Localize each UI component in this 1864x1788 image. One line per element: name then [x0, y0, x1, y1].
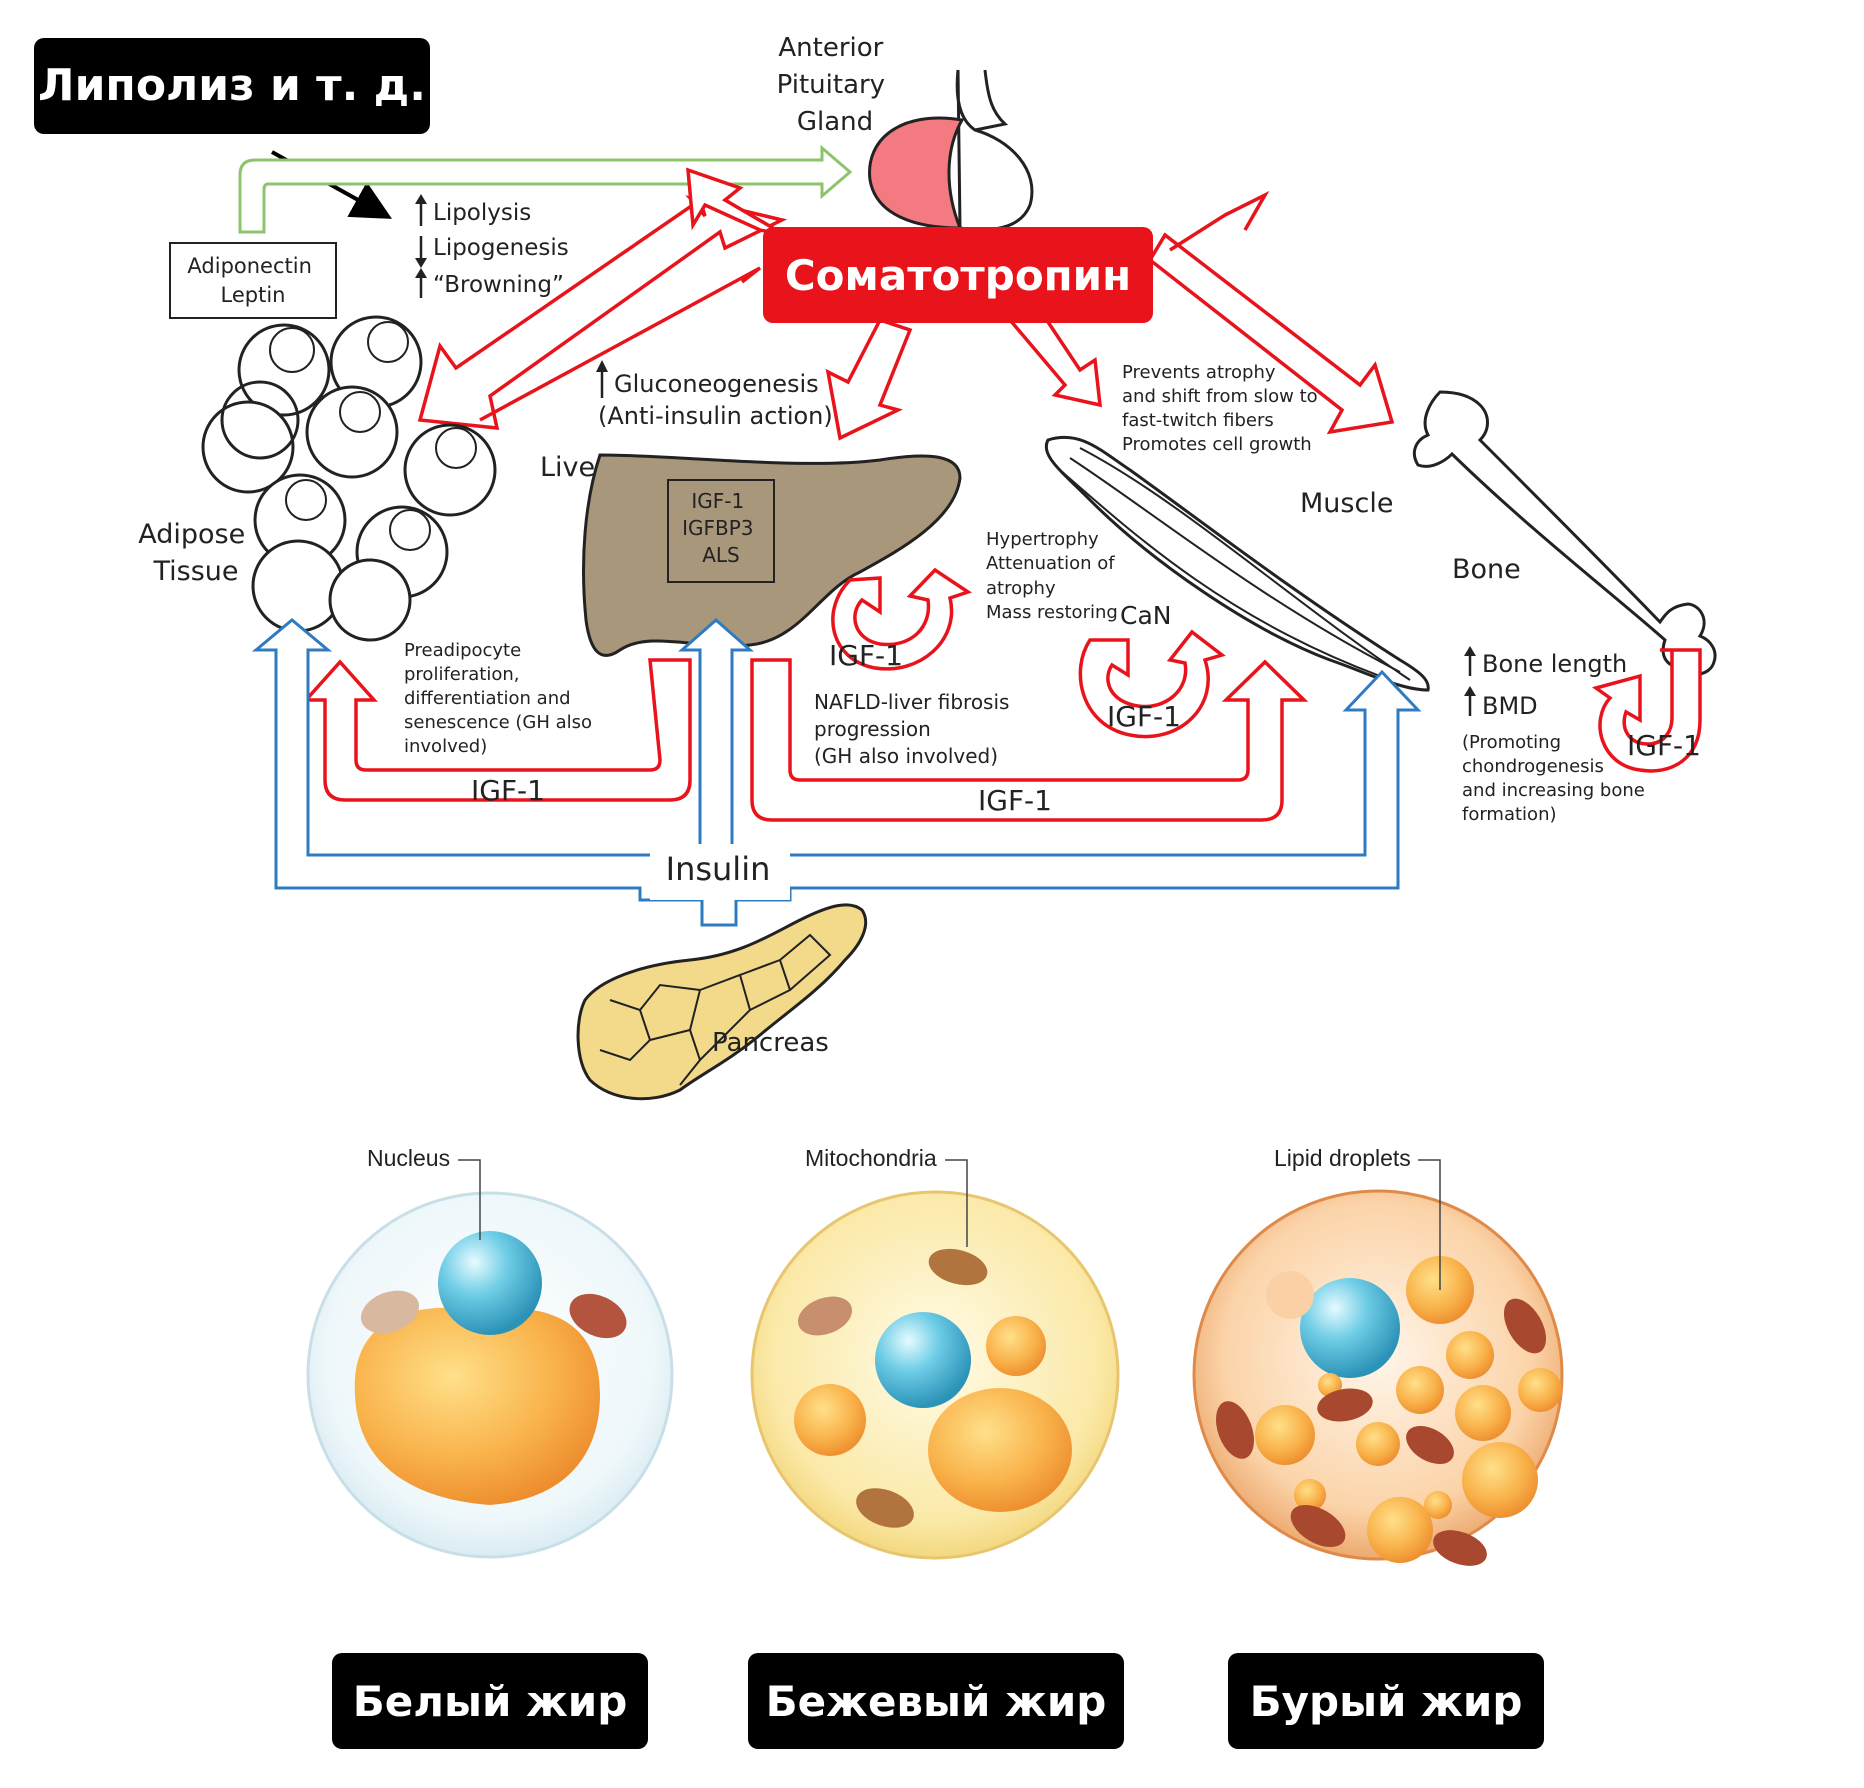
lipolysis-badge: Липолиз и т. д.	[34, 38, 430, 134]
muscle-illustration	[1044, 435, 1430, 692]
insulin-label: Insulin	[666, 850, 771, 888]
somatotropin-badge: Соматотропин	[763, 227, 1153, 323]
beige-fat-nucleus	[875, 1312, 971, 1408]
liver-effects: Gluconeogenesis (Anti-insulin action)	[596, 360, 833, 430]
white-fat-cell	[306, 1191, 674, 1559]
preadipocyte-text: Preadipocyte proliferation, differentiat…	[404, 640, 598, 757]
adipose-cells-illustration	[201, 315, 497, 642]
beige-fat-badge: Бежевый жир	[748, 1653, 1124, 1749]
svg-text:“Browning”: “Browning”	[433, 272, 564, 298]
beige-fat-mitochondrion-3	[856, 1488, 914, 1528]
gh-arrow-bone	[1147, 232, 1395, 435]
beige-fat-mitochondrion-1	[928, 1248, 988, 1286]
muscle-igf-effects: Hypertrophy Attenuation of atrophy Mass …	[986, 529, 1120, 623]
pituitary-gland-illustration	[868, 69, 1034, 232]
adipose-effects: Lipolysis Lipogenesis “Browning”	[415, 194, 569, 298]
liver-illustration	[582, 453, 962, 657]
can-label: CaN	[1120, 601, 1171, 630]
svg-text:Gluconeogenesis: Gluconeogenesis	[614, 370, 819, 398]
beige-fat-mitochondrion-2	[797, 1296, 853, 1336]
mitochondria-callout-line	[945, 1159, 968, 1247]
muscle-effects: Prevents atrophy and shift from slow to …	[1122, 362, 1323, 455]
igf1-label-bone: IGF-1	[1627, 729, 1701, 762]
igf1-loop-bone	[1591, 648, 1702, 773]
lipolysis-badge-text: Липолиз и т. д.	[38, 60, 426, 111]
bone-illustration	[1412, 390, 1717, 676]
beige-fat-lipid-2	[794, 1384, 866, 1456]
mitochondria-callout-label: Mitochondria	[805, 1145, 937, 1171]
white-fat-nucleus	[438, 1231, 542, 1335]
adipokine-feedback-arrow	[238, 144, 853, 234]
white-fat-badge: Белый жир	[332, 1653, 648, 1749]
svg-text:Белый жир: Белый жир	[353, 1677, 628, 1726]
somatotropin-badge-text: Соматотропин	[785, 251, 1131, 300]
igf1-loop-liver	[831, 567, 972, 671]
igf1-arrow-liver-adipose	[302, 658, 692, 802]
adipose-label: Adipose Tissue	[138, 519, 254, 587]
svg-text:Бурый жир: Бурый жир	[1250, 1677, 1523, 1726]
white-fat-lipid-droplet	[354, 1307, 600, 1505]
pituitary-label: Anterior Pituitary Gland	[777, 33, 894, 137]
svg-text:IGF-1 IGFBP3 ALS: IGF-1 IGFBP3 ALS	[682, 489, 760, 567]
white-fat-mitochondrion-2	[569, 1293, 627, 1339]
igf1-label-adipose: IGF-1	[471, 774, 545, 807]
bone-label: Bone	[1452, 554, 1521, 585]
gh-arrows	[417, 167, 1395, 441]
svg-text:Bone length: Bone length	[1482, 650, 1627, 678]
insulin-arrows	[251, 617, 1422, 927]
beige-fat-cell	[750, 1190, 1120, 1560]
bone-notes: (Promoting chondrogenesis and increasing…	[1462, 732, 1651, 825]
bone-effects: Bone length BMD	[1464, 646, 1627, 720]
pancreas-illustration	[576, 903, 868, 1101]
adipokines-box: Adiponectin Leptin	[169, 242, 337, 319]
igf1-arrow-liver-muscle	[750, 658, 1309, 822]
igf1-loops	[302, 567, 1702, 822]
igf1-label-liver: IGF-1	[829, 639, 903, 672]
brown-fat-cell	[1192, 1189, 1564, 1566]
igf1-loop-muscle	[1078, 629, 1226, 739]
nafld-text: NAFLD-liver fibrosis progression (GH als…	[814, 690, 1016, 768]
svg-text:Бежевый жир: Бежевый жир	[766, 1677, 1107, 1726]
lipid-droplets-callout-line	[1418, 1159, 1441, 1290]
beige-fat-lipid-1	[986, 1316, 1046, 1376]
igf1-label-muscle: IGF-1	[1107, 700, 1181, 733]
nucleus-callout-line	[458, 1159, 481, 1240]
lipid-droplets-callout-label: Lipid droplets	[1274, 1145, 1411, 1171]
svg-text:Lipogenesis: Lipogenesis	[433, 235, 569, 261]
white-fat-mitochondrion-1	[360, 1290, 420, 1334]
muscle-label: Muscle	[1300, 488, 1393, 519]
svg-text:BMD: BMD	[1482, 692, 1538, 720]
svg-text:Adiponectin Leptin: Adiponectin Leptin	[187, 254, 318, 307]
svg-text:(Anti-insulin action): (Anti-insulin action)	[598, 402, 833, 430]
svg-text:Lipolysis: Lipolysis	[433, 200, 531, 226]
nucleus-callout-label: Nucleus	[367, 1145, 450, 1171]
igf1-label-muscle-loop: IGF-1	[978, 784, 1052, 817]
brown-fat-nucleus	[1300, 1278, 1400, 1378]
gh-arrow-pituitary-left	[686, 167, 786, 237]
beige-fat-lipid-3	[928, 1388, 1072, 1512]
gh-arrow-liver	[825, 317, 913, 441]
pancreas-label: Pancreas	[712, 1028, 829, 1058]
liver-factors-box: IGF-1 IGFBP3 ALS	[667, 479, 775, 583]
brown-fat-badge: Бурый жир	[1228, 1653, 1544, 1749]
gh-arrow-muscle	[1006, 307, 1103, 408]
